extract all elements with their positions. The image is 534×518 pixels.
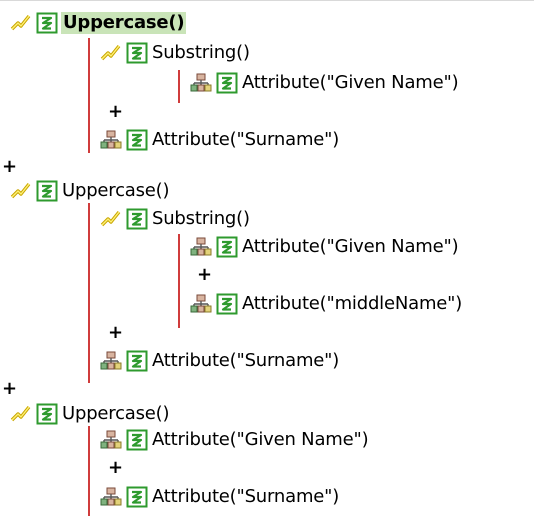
green-check-icon[interactable] bbox=[126, 350, 148, 372]
green-check-icon[interactable] bbox=[216, 236, 238, 258]
attribute-tree-icon bbox=[100, 486, 122, 508]
green-check-icon[interactable] bbox=[36, 12, 58, 34]
branch-line bbox=[88, 426, 90, 516]
lightning-branch-icon bbox=[10, 12, 32, 34]
attribute-label: Attribute("Given Name") bbox=[242, 72, 459, 93]
lightning-branch-icon bbox=[10, 403, 32, 425]
plus-operator: + bbox=[108, 322, 124, 343]
tree-node-attribute[interactable]: Attribute("Given Name") bbox=[100, 427, 369, 453]
attribute-label: Attribute("Surname") bbox=[152, 486, 340, 507]
lightning-branch-icon bbox=[100, 42, 122, 64]
tree-node-function[interactable]: Substring() bbox=[100, 40, 250, 66]
attribute-label: Attribute("middleName") bbox=[242, 293, 463, 314]
green-check-icon[interactable] bbox=[126, 429, 148, 451]
function-label: Uppercase() bbox=[62, 403, 170, 424]
green-check-icon[interactable] bbox=[126, 129, 148, 151]
function-label: Uppercase() bbox=[62, 180, 170, 201]
attribute-label: Attribute("Surname") bbox=[152, 129, 340, 150]
attribute-tree-icon bbox=[100, 129, 122, 151]
tree-node-attribute[interactable]: Attribute("Given Name") bbox=[190, 70, 459, 96]
lightning-branch-icon bbox=[100, 208, 122, 230]
plus-operator: + bbox=[2, 156, 18, 177]
plus-operator: + bbox=[197, 264, 213, 285]
tree-node-function[interactable]: Substring() bbox=[100, 206, 250, 232]
green-check-icon[interactable] bbox=[36, 180, 58, 202]
function-label: Substring() bbox=[152, 208, 250, 229]
green-check-icon[interactable] bbox=[36, 403, 58, 425]
tree-node-attribute[interactable]: Attribute("middleName") bbox=[190, 291, 462, 317]
attribute-label: Attribute("Surname") bbox=[152, 350, 340, 371]
tree-node-function[interactable]: Uppercase() bbox=[10, 178, 170, 204]
green-check-icon[interactable] bbox=[216, 72, 238, 94]
attribute-label: Attribute("Given Name") bbox=[242, 236, 459, 257]
tree-node-attribute[interactable]: Attribute("Surname") bbox=[100, 127, 339, 153]
green-check-icon[interactable] bbox=[126, 42, 148, 64]
plus-operator: + bbox=[108, 101, 124, 122]
function-label: Substring() bbox=[152, 42, 250, 63]
branch-line bbox=[88, 38, 90, 153]
tree-node-attribute[interactable]: Attribute("Surname") bbox=[100, 484, 339, 510]
attribute-label: Attribute("Given Name") bbox=[152, 429, 369, 450]
function-label: Uppercase() bbox=[61, 12, 187, 34]
top-border bbox=[0, 0, 534, 1]
attribute-tree-icon bbox=[100, 350, 122, 372]
tree-node-attribute[interactable]: Attribute("Surname") bbox=[100, 348, 339, 374]
tree-node-function[interactable]: Uppercase() bbox=[10, 401, 170, 427]
lightning-branch-icon bbox=[10, 180, 32, 202]
green-check-icon[interactable] bbox=[216, 293, 238, 315]
green-check-icon[interactable] bbox=[126, 208, 148, 230]
attribute-tree-icon bbox=[190, 236, 212, 258]
green-check-icon[interactable] bbox=[126, 486, 148, 508]
attribute-tree-icon bbox=[190, 293, 212, 315]
tree-node-function[interactable]: Uppercase() bbox=[10, 10, 187, 36]
branch-line bbox=[88, 203, 90, 383]
branch-line bbox=[178, 70, 180, 103]
branch-line bbox=[178, 234, 180, 328]
attribute-tree-icon bbox=[190, 72, 212, 94]
plus-operator: + bbox=[2, 378, 18, 399]
tree-node-attribute[interactable]: Attribute("Given Name") bbox=[190, 234, 459, 260]
plus-operator: + bbox=[108, 457, 124, 478]
attribute-tree-icon bbox=[100, 429, 122, 451]
